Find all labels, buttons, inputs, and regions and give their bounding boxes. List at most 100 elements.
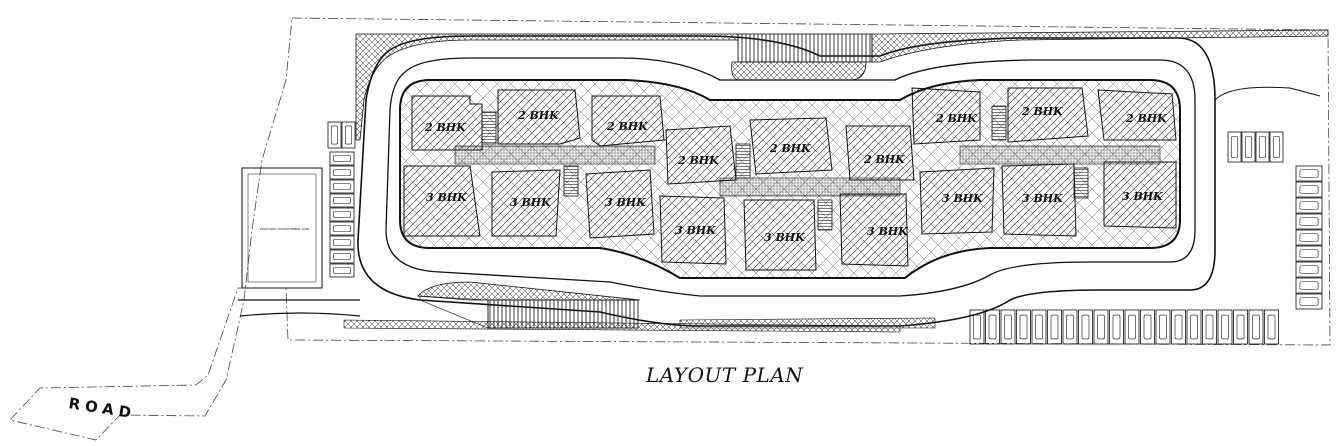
parking-stall — [329, 221, 355, 236]
car-icon — [1267, 314, 1276, 340]
car-icon — [1299, 217, 1319, 226]
car-icon — [1174, 314, 1183, 340]
block-label: 3 BHK — [942, 192, 983, 205]
car-icon — [1299, 265, 1319, 274]
parking-stall — [1295, 181, 1323, 198]
corridor-left — [454, 145, 656, 165]
parking-left-top — [327, 121, 356, 149]
car-icon — [1236, 314, 1245, 340]
car-icon — [973, 314, 981, 340]
parking-stall — [1031, 309, 1047, 345]
block-label: 2 BHK — [424, 121, 466, 134]
car-icon — [333, 196, 351, 205]
car-icon — [1252, 314, 1260, 340]
car-icon — [1081, 314, 1090, 340]
parking-stall — [1093, 309, 1109, 345]
car-icon — [333, 210, 351, 219]
transformer-label: PROPOSED TRANSFORMER YARD — [260, 227, 310, 231]
parking-stall — [1109, 309, 1124, 345]
parking-stall — [1155, 309, 1171, 345]
car-icon — [1112, 314, 1121, 340]
car-icon — [333, 224, 351, 233]
block-label: 2 BHK — [769, 142, 811, 155]
parking-stall — [1295, 213, 1323, 230]
parking-stall — [1295, 165, 1323, 182]
block-label: 3 BHK — [764, 231, 805, 244]
car-icon — [1128, 314, 1136, 340]
car-icon — [1299, 281, 1319, 290]
ramp-bottom — [487, 299, 639, 329]
right-boundary-edge — [1214, 86, 1321, 101]
car-icon — [1050, 314, 1059, 340]
landscape-strip-right — [871, 29, 1329, 63]
car-icon — [1035, 314, 1043, 340]
car-icon — [1205, 314, 1214, 340]
road-label: ROAD — [67, 394, 137, 422]
block-label: 2 BHK — [863, 153, 905, 166]
landscape-strip-left — [355, 33, 739, 141]
stair-cores — [481, 105, 1089, 231]
parking-stall — [985, 309, 1000, 345]
car-icon — [333, 154, 351, 163]
parking-stall — [1186, 309, 1202, 345]
parking-stall — [1227, 131, 1242, 163]
car-icon — [333, 238, 351, 247]
block-label: 2 BHK — [517, 109, 559, 122]
car-icon — [988, 314, 997, 340]
car-icon — [1097, 314, 1105, 340]
ramp-bottom-island — [417, 281, 641, 301]
ramp-bottom-slope — [419, 295, 489, 329]
car-icon — [1299, 233, 1319, 242]
parking-stall — [1241, 131, 1256, 163]
parking-stall — [1078, 309, 1093, 345]
block-label: 3 BHK — [1122, 190, 1163, 203]
block-label: 2 BHK — [1021, 105, 1063, 118]
car-icon — [1272, 136, 1281, 158]
parking-stall — [1171, 309, 1186, 345]
parking-stall — [329, 263, 355, 278]
block-label: 3 BHK — [1022, 192, 1063, 205]
parking-stall — [969, 309, 985, 345]
parking-stall — [1295, 229, 1323, 246]
entry-road — [237, 299, 361, 317]
parking-stall — [1140, 309, 1155, 345]
car-icon — [333, 182, 351, 191]
block-label: 2 BHK — [677, 154, 719, 167]
parking-bottom-row — [969, 309, 1279, 345]
car-icon — [344, 125, 353, 145]
block-label: 2 BHK — [606, 120, 648, 133]
parking-stall — [1295, 197, 1323, 214]
parking-stall — [1062, 309, 1078, 345]
block-label: 2 BHK — [1125, 112, 1167, 125]
parking-stall — [1295, 277, 1323, 294]
page-title: LAYOUT PLAN — [645, 363, 804, 387]
car-icon — [1004, 314, 1012, 340]
parking-stall — [329, 207, 355, 222]
parking-stall — [1016, 309, 1031, 345]
car-icon — [1258, 136, 1267, 158]
car-icon — [330, 125, 339, 145]
parking-stall — [341, 121, 356, 149]
parking-stall — [1295, 261, 1323, 278]
parking-stall — [1295, 293, 1323, 310]
parking-stall — [1248, 309, 1264, 345]
ramp-top — [737, 33, 873, 63]
car-icon — [1299, 185, 1319, 194]
block-label: 3 BHK — [426, 191, 467, 204]
block-label: 2 BHK — [935, 112, 977, 125]
parking-stall — [329, 193, 355, 208]
car-icon — [333, 168, 351, 177]
car-icon — [1143, 314, 1152, 340]
parking-stall — [1000, 309, 1016, 345]
parking-stall — [1124, 309, 1140, 345]
block-label: 3 BHK — [867, 225, 908, 238]
car-icon — [333, 252, 351, 261]
block-label: 3 BHK — [675, 224, 716, 237]
landscape-strip-bottom-right — [679, 317, 936, 329]
parking-stall — [1295, 245, 1323, 262]
car-icon — [1190, 314, 1198, 340]
parking-stall — [329, 165, 355, 180]
transformer-yard — [241, 167, 323, 289]
car-icon — [1299, 169, 1319, 178]
